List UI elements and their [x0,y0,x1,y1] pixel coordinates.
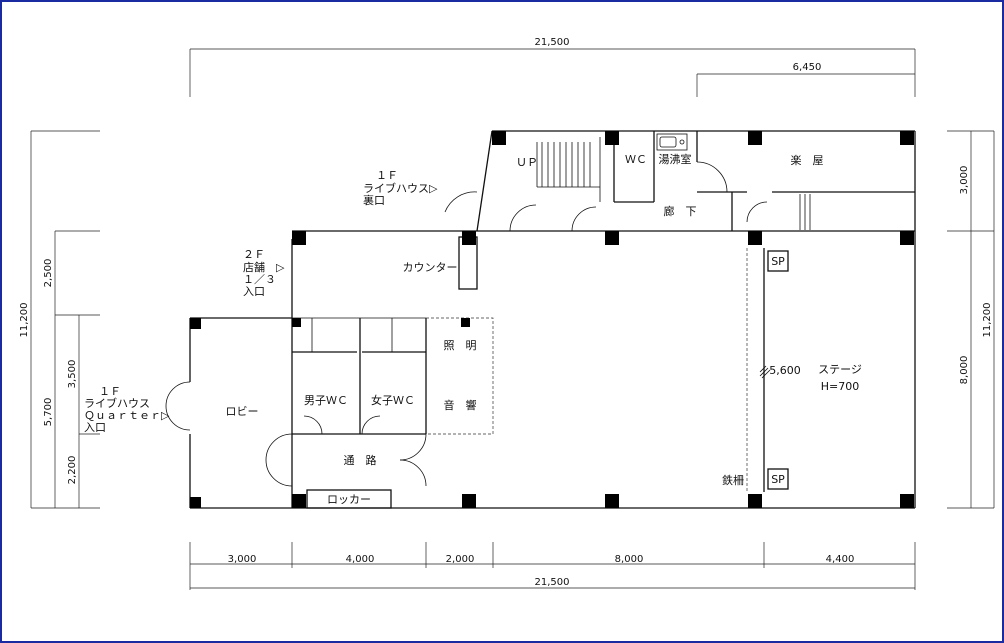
entrance-back-line-1: １Ｆ [376,169,398,182]
speaker-top-label: SP [771,255,785,268]
dim-right-lower: 8,000 [959,356,970,385]
sink-icon [656,133,688,151]
speakers: SP SP [767,250,789,490]
entrance-shop: ２Ｆ 店舗 ▷ １／３ 入口 [243,248,285,298]
door-swings [165,161,768,487]
dimension-lines [30,48,995,590]
dimension-labels: 21,500 6,450 3,000 4,000 2,000 8,000 4,4… [19,37,993,588]
dim-top-total: 21,500 [535,37,570,48]
label-locker: ロッカー [327,493,371,506]
entrance-shop-line-2: 店舗 ▷ [243,260,285,274]
entrance-quarter-line-2: ライブハウス [84,396,150,410]
entrance-shop-line-3: １／３ [243,273,276,286]
dim-bottom-seg-3: 2,000 [446,554,475,565]
dim-left-upper: 2,500 [43,259,54,288]
speaker-bottom [767,468,789,490]
label-lobby: ロビー [226,405,259,418]
label-womens-wc: 女子ＷＣ [371,393,415,407]
label-corridor: 廊 下 [664,204,697,218]
dim-bottom-seg-4: 8,000 [615,554,644,565]
entrance-quarter-line-4: 入口 [84,421,106,434]
entrance-quarter-line-3: Ｑｕａｒｔｅｒ▷ [84,409,170,422]
hatch-icon [759,365,771,379]
dim-left-sub-b: 2,200 [67,456,78,485]
label-stage: ステージ [818,363,862,376]
entrance-back: １Ｆ ライブハウス▷ 裏口 [363,169,438,207]
label-iron-fence: 鉄柵 [722,473,744,487]
entrance-quarter-line-1: １Ｆ [99,385,121,398]
speaker-bottom-label: SP [771,473,785,486]
label-stage-height: H=700 [821,380,859,393]
stair-treads [541,142,811,230]
label-wc: ＷＣ [625,153,647,166]
dim-left-lower: 5,700 [43,398,54,427]
speaker-top [767,250,789,272]
dim-bottom-seg-5: 4,400 [826,554,855,565]
entrance-shop-line-1: ２Ｆ [243,248,265,261]
columns [190,131,914,508]
dim-bottom-seg-1: 3,000 [228,554,257,565]
entrance-back-line-3: 裏口 [363,193,385,207]
label-green-room: 楽 屋 [791,154,824,167]
dim-bottom-seg-2: 4,000 [346,554,375,565]
dim-bottom-total: 21,500 [535,577,570,588]
label-stage-width: 5,600 [769,364,801,377]
dim-left-sub-a: 3,500 [67,360,78,389]
label-counter: カウンター [403,261,458,274]
entrance-quarter: １Ｆ ライブハウス Ｑｕａｒｔｅｒ▷ 入口 [84,385,170,434]
label-mens-wc: 男子ＷＣ [304,394,348,407]
entrance-back-line-2: ライブハウス▷ [363,181,438,195]
label-sound: 音 響 [444,398,477,412]
label-kettle-room: 湯沸室 [659,152,692,166]
label-passage: 通 路 [344,454,377,467]
room-labels: ＵＰ ＷＣ 湯沸室 楽 屋 廊 下 カウンター ロビー 男子ＷＣ 女子ＷＣ 照 … [226,152,862,506]
dim-right-upper: 3,000 [959,166,970,195]
label-up: ＵＰ [516,156,538,169]
dim-left-total: 11,200 [19,303,30,338]
entrance-shop-line-4: 入口 [243,285,265,298]
dim-top-right: 6,450 [793,62,822,73]
dim-right-total: 11,200 [982,303,993,338]
label-lighting: 照 明 [444,339,477,352]
